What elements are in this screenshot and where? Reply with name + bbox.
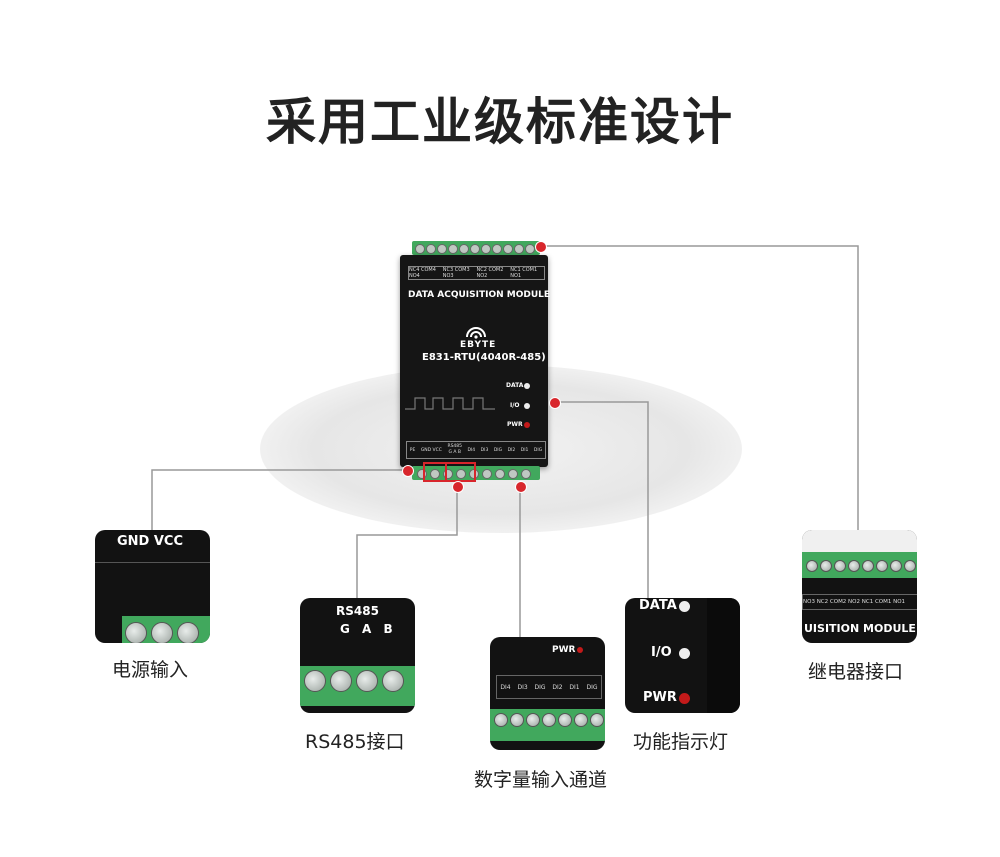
power-thumbnail: GND VCC [95, 530, 210, 643]
digital-label: DI3 [517, 683, 528, 691]
indicator-pwr-led-icon [679, 693, 690, 704]
led-label-io: I/O [510, 402, 520, 409]
indicator-marker [549, 397, 561, 409]
device-body [400, 255, 548, 467]
indicator-thumbnail: DATA I/O PWR [625, 598, 740, 713]
indicator-thumb-io: I/O [651, 645, 672, 660]
top-terminal-block [412, 241, 540, 255]
rs485-thumbnail: RS485 G A B [300, 598, 415, 713]
relay-thumb-terminals: NO3 NC2 COM2 NO2 NC1 COM1 NO1 [802, 594, 917, 610]
module-name: DATA ACQUISITION MODULE [408, 290, 551, 300]
bottom-label: DI2 [507, 447, 516, 453]
indicator-thumb-data: DATA [639, 598, 677, 613]
data-led-icon [524, 383, 530, 389]
bottom-label: RS485 [447, 444, 463, 449]
bottom-label: DIG [493, 447, 503, 453]
indicator-data-led-icon [679, 601, 690, 612]
rs485-thumb-label: RS485 [336, 604, 379, 618]
io-led-icon [524, 403, 530, 409]
power-highlight-box [423, 462, 447, 482]
page-title: 采用工业级标准设计 [266, 93, 734, 151]
indicator-io-led-icon [679, 648, 690, 659]
digital-thumb-labels: DI4 DI3 DIG DI2 DI1 DIG [496, 675, 602, 699]
top-label: NC1 COM1 NO1 [510, 267, 538, 279]
waveform-icon [405, 397, 495, 410]
bottom-label: G A B [448, 450, 461, 455]
led-label-data: DATA [506, 382, 524, 389]
digital-label: DI1 [569, 683, 580, 691]
bottom-label: GND VCC [420, 447, 442, 453]
bottom-terminal-block [412, 466, 540, 480]
led-label-pwr: PWR [507, 421, 523, 428]
top-label: NC2 COM2 NO2 [476, 267, 504, 279]
digital-marker [515, 481, 527, 493]
top-label: NC4 COM4 NO4 [409, 267, 436, 279]
model-name: E831-RTU(4040R-485) [422, 352, 546, 363]
digital-thumb-pwr: PWR [552, 645, 576, 655]
bottom-label: PE [409, 447, 416, 453]
pwr-led-icon [524, 422, 530, 428]
digital-label: DIG [586, 683, 598, 691]
digital-label: DIG [534, 683, 546, 691]
bottom-label: DI1 [520, 447, 529, 453]
digital-caption: 数字量输入通道 [474, 769, 608, 791]
digital-label: DI2 [552, 683, 563, 691]
power-thumb-label: GND VCC [117, 534, 184, 549]
power-caption: 电源输入 [112, 659, 189, 681]
indicator-caption: 功能指示灯 [633, 731, 729, 753]
power-marker [402, 465, 414, 477]
rs485-marker [452, 481, 464, 493]
brand-name: EBYTE [460, 340, 497, 350]
digital-pwr-led-icon [577, 647, 583, 653]
bottom-label: DIG [533, 447, 543, 453]
digital-thumbnail: PWR DI4 DI3 DIG DI2 DI1 DIG [490, 637, 605, 750]
digital-label: DI4 [500, 683, 511, 691]
top-label: NC3 COM3 NO3 [442, 267, 470, 279]
rs485-thumb-pins: G A B [340, 622, 397, 636]
rs485-highlight-box [445, 462, 476, 482]
indicator-thumb-pwr: PWR [643, 690, 677, 705]
relay-caption: 继电器接口 [808, 661, 904, 683]
relay-thumb-module: UISITION MODULE [804, 622, 916, 635]
bottom-label: DI4 [467, 447, 476, 453]
relay-thumbnail: NO3 NC2 COM2 NO2 NC1 COM1 NO1 UISITION M… [802, 530, 917, 643]
bottom-label: DI3 [480, 447, 489, 453]
relay-marker [535, 241, 547, 253]
rs485-caption: RS485接口 [305, 731, 405, 753]
brand-logo-icon [463, 325, 489, 342]
device-top-labels: NC4 COM4 NO4 NC3 COM3 NO3 NC2 COM2 NO2 N… [408, 266, 545, 280]
